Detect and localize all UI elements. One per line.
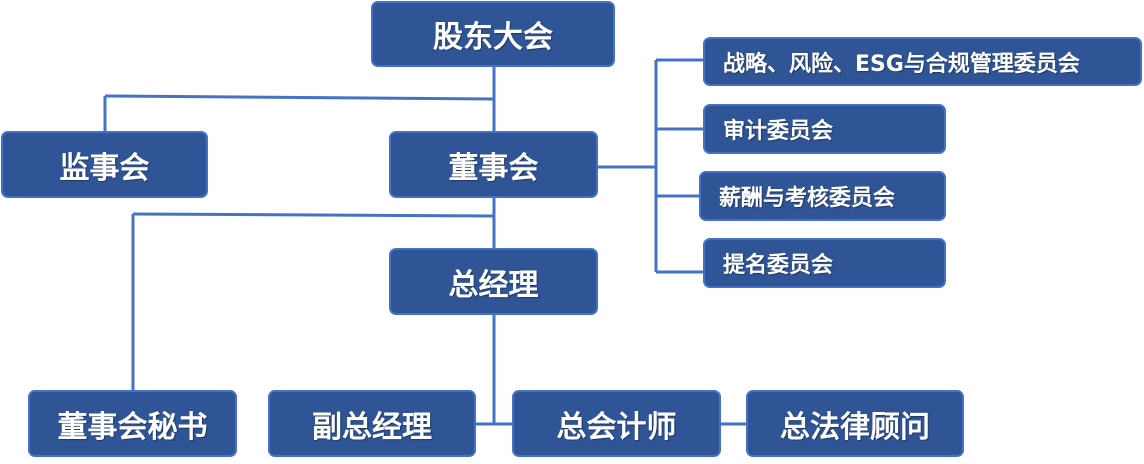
node-deputy-gm: 副总经理 <box>268 390 476 457</box>
node-committee-audit: 审计委员会 <box>703 104 946 154</box>
node-board-secretary: 董事会秘书 <box>28 390 237 457</box>
connector-supervisors-horizontal <box>104 94 495 101</box>
node-supervisors: 监事会 <box>1 131 208 198</box>
node-committee-nomination: 提名委员会 <box>703 238 946 288</box>
node-board: 董事会 <box>389 131 598 198</box>
node-general-counsel: 总法律顾问 <box>746 390 964 457</box>
connector-secretary-horizontal <box>132 212 495 218</box>
node-general-manager: 总经理 <box>389 248 598 315</box>
node-committee-compensation: 薪酬与考核委员会 <box>699 171 946 221</box>
node-committee-strategy: 战略、风险、ESG与合规管理委员会 <box>703 37 1142 86</box>
node-chief-accountant: 总会计师 <box>512 390 721 457</box>
node-shareholders: 股东大会 <box>371 1 615 67</box>
